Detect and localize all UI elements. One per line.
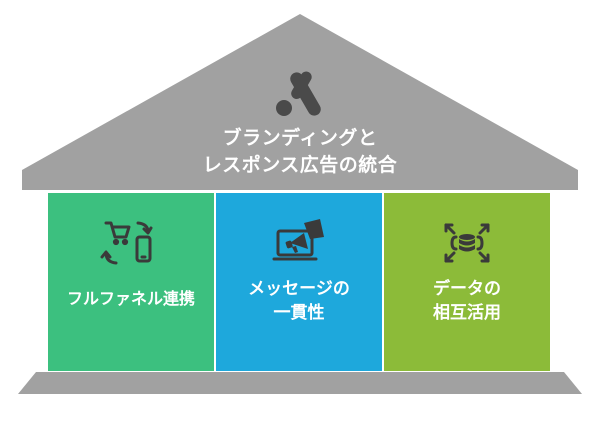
pillar-label-data-sharing: データの 相互活用 xyxy=(384,277,550,325)
roof-title-line-2: レスポンス広告の統合 xyxy=(202,154,398,176)
laptop-megaphone-icon xyxy=(272,219,324,261)
pillar-full-funnel: フルファネル連携 xyxy=(48,193,214,371)
pillar-label-line-1: フルファネル連携 xyxy=(66,289,195,308)
pillar-label-full-funnel: フルファネル連携 xyxy=(48,287,214,311)
roof-title-line-1: ブランディングと xyxy=(222,127,378,149)
pillar-label-line-2: 相互活用 xyxy=(433,303,501,323)
pillar-label-line-1: データの xyxy=(433,279,501,299)
pillar-data-sharing: データの 相互活用 xyxy=(384,193,550,371)
pillar-message-consistency: メッセージの 一貫性 xyxy=(216,193,382,371)
roof-shape xyxy=(22,14,578,190)
google-ads-logo-icon xyxy=(276,71,321,116)
roof-title: ブランディングと レスポンス広告の統合 xyxy=(160,125,440,179)
pillar-label-line-1: メッセージの xyxy=(248,279,350,299)
pillar-label-message-consistency: メッセージの 一貫性 xyxy=(216,277,382,325)
cart-phone-cycle-icon xyxy=(100,221,153,265)
pillar-label-line-2: 一貫性 xyxy=(273,303,325,323)
database-expand-icon xyxy=(444,223,490,263)
